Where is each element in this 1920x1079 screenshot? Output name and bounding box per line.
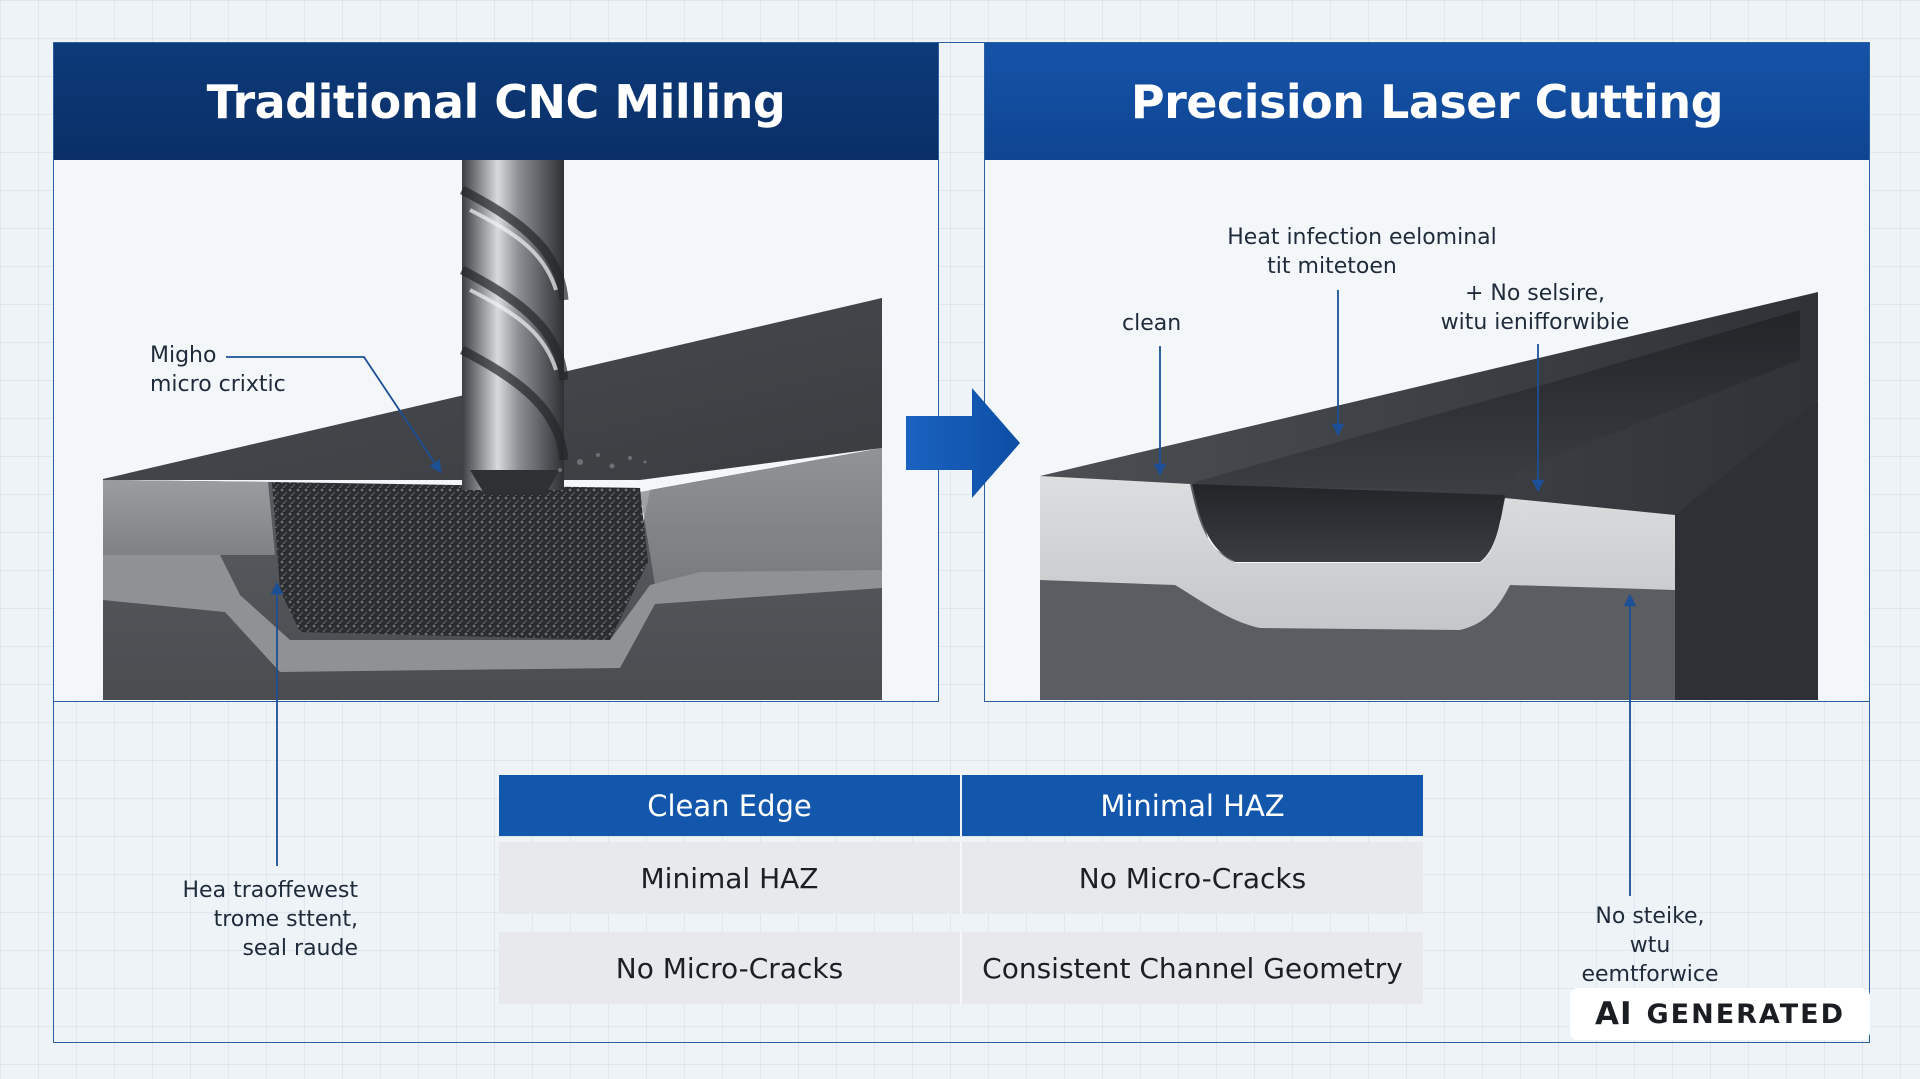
label-no-strike: No steike, wtu eemtforwice [1560, 902, 1740, 989]
label-no-seizure-line1: + No selsire, [1464, 281, 1606, 306]
table-cell: Consistent Channel Geometry [962, 932, 1423, 1004]
label-heat-infection: Heat infection eelominal tit mitetoen [1222, 223, 1502, 281]
label-heat-affected-line2: trome sttent, [213, 907, 358, 932]
label-clean: clean [1122, 309, 1181, 338]
panel-title-laser: Precision Laser Cutting [985, 43, 1869, 160]
table-cell: No Micro-Cracks [499, 932, 962, 1004]
label-micro-cracks: Migho micro crixtic [150, 341, 286, 399]
panel-title-cnc: Traditional CNC Milling [54, 43, 938, 160]
table-header-cell: Minimal HAZ [962, 775, 1423, 836]
label-heat-infection-line2: tit mitetoen [1267, 254, 1397, 279]
panel-precision-laser: Precision Laser Cutting [984, 42, 1870, 702]
label-no-strike-line2: wtu eemtforwice [1581, 933, 1719, 987]
table-row: Minimal HAZ No Micro-Cracks [499, 842, 1423, 914]
label-micro-cracks-line1: Migho [150, 343, 217, 368]
label-heat-affected-line3: seal raude [242, 936, 358, 961]
badge-ai-text: AI [1594, 996, 1633, 1032]
label-no-seizure: + No selsire, witu ienifforwibie [1440, 279, 1630, 337]
arrow-right-icon [906, 388, 1020, 498]
table-header-cell: Clean Edge [499, 775, 962, 836]
label-clean-text: clean [1122, 311, 1182, 336]
table-header-row: Clean Edge Minimal HAZ [499, 775, 1423, 836]
label-heat-affected-line1: Hea traoffewest [182, 878, 358, 903]
label-micro-cracks-line2: micro crixtic [150, 372, 286, 397]
table-cell: Minimal HAZ [499, 842, 962, 914]
table-cell: No Micro-Cracks [962, 842, 1423, 914]
label-no-seizure-line2: witu ienifforwibie [1440, 310, 1630, 335]
label-no-strike-line1: No steike, [1595, 904, 1705, 929]
table-row: No Micro-Cracks Consistent Channel Geome… [499, 932, 1423, 1004]
label-heat-affected: Hea traoffewest trome sttent, seal raude [150, 876, 358, 963]
comparison-table: Clean Edge Minimal HAZ Minimal HAZ No Mi… [499, 775, 1423, 1004]
ai-generated-badge: AI GENERATED [1570, 988, 1870, 1040]
badge-generated-text: GENERATED [1646, 998, 1846, 1030]
label-heat-infection-line1: Heat infection eelominal [1227, 225, 1497, 250]
